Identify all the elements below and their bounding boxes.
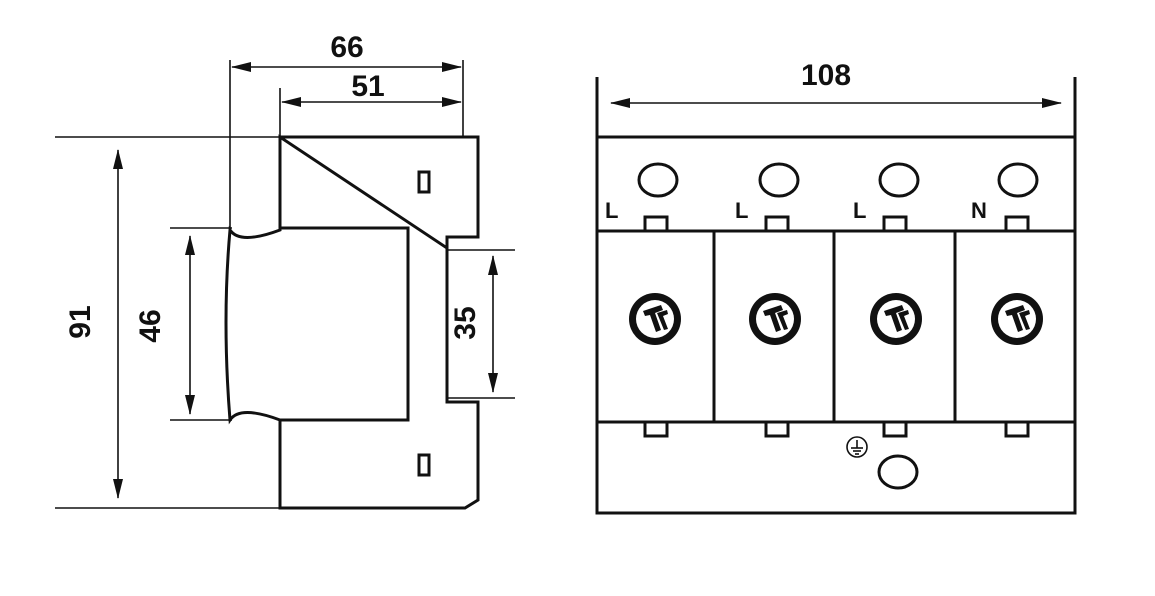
- dim-label-91: 91: [64, 305, 97, 338]
- terminal-hole-1: [637, 162, 679, 198]
- terminal-label-1: L: [605, 198, 618, 223]
- front-view: L L L N: [595, 59, 1077, 515]
- terminal-label-2: L: [735, 198, 748, 223]
- dim-label-108: 108: [801, 59, 851, 92]
- terminal-hole-2: [758, 162, 800, 198]
- side-view-outline: [224, 134, 480, 510]
- dim-label-51: 51: [351, 70, 384, 103]
- tt-logo-icon: [991, 293, 1043, 345]
- dim-label-46: 46: [134, 309, 167, 342]
- earth-ground-icon: [846, 436, 868, 458]
- terminal-hole-4: [997, 162, 1039, 198]
- side-view: 66 51 91 46 35: [55, 31, 515, 510]
- terminal-label-3: L: [853, 198, 866, 223]
- terminal-hole-3: [878, 162, 920, 198]
- dim-label-35: 35: [449, 306, 482, 339]
- slot-bottom: [417, 453, 431, 477]
- tt-logo-icon: [629, 293, 681, 345]
- front-view-outline: [595, 135, 1077, 515]
- tt-logo-icon: [870, 293, 922, 345]
- tt-logo-icon: [749, 293, 801, 345]
- dim-label-66: 66: [330, 31, 363, 64]
- terminal-label-4: N: [971, 198, 987, 223]
- front-panel: [280, 226, 410, 422]
- ground-terminal-hole: [877, 454, 919, 490]
- slot-top: [417, 170, 431, 194]
